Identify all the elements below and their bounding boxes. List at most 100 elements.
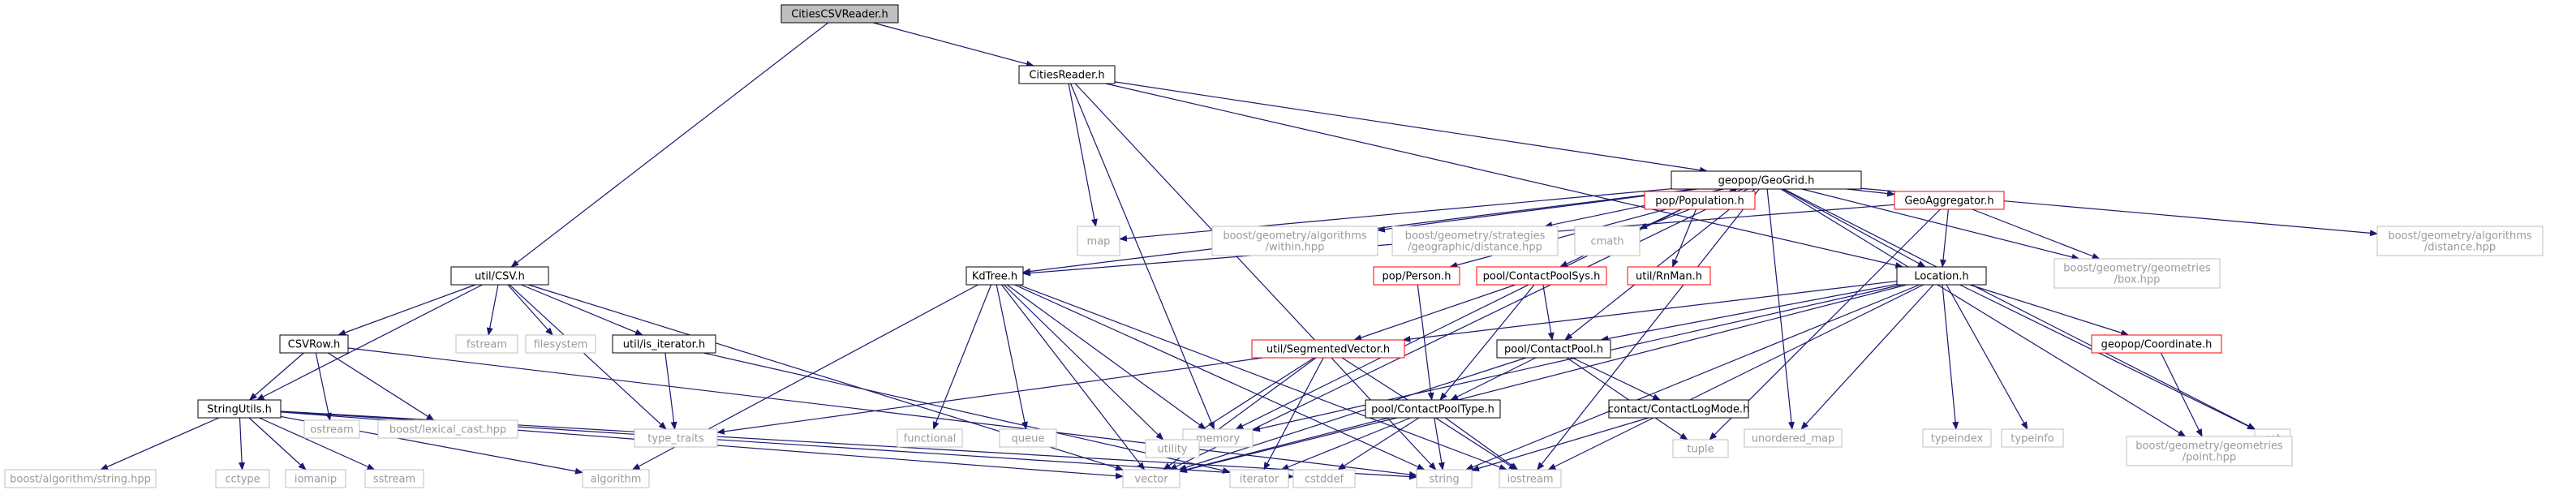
node-box[interactable]: boost/geometry/geometries/box.hpp [2053,258,2221,289]
node-box-algstring [4,469,157,488]
node-box-location [1896,266,1987,286]
node-utility[interactable]: utility [1145,439,1200,458]
node-geogrid[interactable]: geopop/GeoGrid.h [1671,170,1862,190]
node-box-utility [1145,439,1200,458]
edge-geogrid-to-point [1780,188,2187,437]
edge-geogrid-to-within [1377,188,1697,233]
node-iomanip[interactable]: iomanip [285,469,346,488]
node-label-iterator: iterator [1240,474,1279,486]
edge-contactpool-to-clogmode [1572,357,1662,401]
node-stringutils[interactable]: StringUtils.h [197,399,282,419]
node-box-algorithm [582,469,650,488]
node-vector[interactable]: vector [1122,469,1180,488]
node-segvec[interactable]: util/SegmentedVector.h [1251,339,1405,359]
node-label-point: boost/geometry/geometries [2135,441,2283,453]
node-iostream[interactable]: iostream [1499,469,1562,488]
node-label-typetraits: type_traits [647,433,704,445]
node-geodist[interactable]: boost/geometry/strategies/geographic/dis… [1391,226,1559,256]
edge-csv-to-filesystem [507,284,553,336]
node-iterator[interactable]: iterator [1229,469,1289,488]
node-cpooltype[interactable]: pool/ContactPoolType.h [1365,399,1501,419]
node-queue[interactable]: queue [999,428,1057,448]
edge-cpooltype-to-string [1434,417,1445,471]
node-box-geoagg [1894,191,2005,210]
node-label-stringutils: StringUtils.h [207,404,272,416]
node-box-lexcast [377,419,518,439]
node-box-filesystem [525,334,596,354]
node-label-vector: vector [1134,474,1168,486]
node-cpsys[interactable]: pool/ContactPoolSys.h [1476,266,1607,286]
node-typeindex[interactable]: typeindex [1922,428,1992,448]
edge-geogrid-to-set [1783,188,2256,430]
node-label-clogmode: contact/ContactLogMode.h [1608,404,1750,416]
edge-csvrow-to-string [347,347,1417,478]
node-algstring[interactable]: boost/algorithm/string.hpp [4,469,157,488]
node-label-cpooltype: pool/ContactPoolType.h [1371,404,1494,416]
node-ostream[interactable]: ostream [303,419,360,439]
node-box-kdtree [965,266,1024,286]
edge-csv-to-csvrow [338,284,476,336]
node-map[interactable]: map [1077,226,1120,256]
node-kdtree[interactable]: KdTree.h [965,266,1024,286]
edge-csv-to-stringutils [256,284,483,401]
edge-segvec-to-utility [1185,357,1315,441]
node-label-ostream: ostream [310,424,354,436]
node-box-rnman [1627,266,1711,286]
node-cstddef[interactable]: cstddef [1292,469,1356,488]
node-functional[interactable]: functional [897,428,963,448]
node-typetraits[interactable]: type_traits [634,428,718,448]
node-algorithm[interactable]: algorithm [582,469,650,488]
edge-geoagg-to-location [1940,208,1949,268]
node-person[interactable]: pop/Person.h [1373,266,1460,286]
node-tuple[interactable]: tuple [1672,439,1729,458]
edge-root-to-csv [510,22,829,268]
node-unordered[interactable]: unordered_map [1744,428,1843,448]
node-label-cctype: cctype [225,474,260,486]
edge-geoagg-to-box [1972,208,2101,260]
node-coordinate[interactable]: geopop/Coordinate.h [2091,334,2222,354]
node-label-filesystem: filesystem [534,339,588,351]
node-box-cmath [1574,226,1641,256]
node-population[interactable]: pop/Population.h [1644,191,1756,210]
edge-kdtree-to-vector [1001,284,1146,471]
edge-isiter-to-typetraits [664,352,677,430]
node-csv[interactable]: util/CSV.h [450,266,549,286]
node-filesystem[interactable]: filesystem [525,334,596,354]
node-clogmode[interactable]: contact/ContactLogMode.h [1608,399,1750,419]
edge-cpooltype-to-iterator [1280,417,1411,471]
node-box-box [2053,258,2221,289]
edge-cpsys-to-segvec [1353,284,1516,341]
edge-location-to-typeinfo [1946,284,2028,430]
edge-citiesreader-to-memory [1070,83,1215,430]
edge-kdtree-to-queue [996,284,1028,430]
node-point[interactable]: boost/geometry/geometries/point.hpp [2126,436,2293,466]
node-typeinfo[interactable]: typeinfo [2001,428,2064,448]
node-label-typeinfo: typeinfo [2010,433,2053,445]
node-memory[interactable]: memory [1182,428,1254,448]
node-lexcast[interactable]: boost/lexical_cast.hpp [377,419,518,439]
edge-clogmode-to-string [1471,417,1649,472]
edge-geogrid-to-map [1119,188,1672,242]
node-label-typeindex: typeindex [1931,433,1984,445]
node-string[interactable]: string [1416,469,1473,488]
edge-coordinate-to-point [2160,352,2203,437]
node-label-algstring: boost/algorithm/string.hpp [10,474,151,486]
node-fstream[interactable]: fstream [455,334,518,354]
node-within[interactable]: boost/geometry/algorithms/within.hpp [1211,226,1378,256]
node-citiesreader[interactable]: CitiesReader.h [1018,65,1116,84]
node-cmath[interactable]: cmath [1574,226,1641,256]
edge-location-to-unordered [1800,284,1934,430]
node-sstream[interactable]: sstream [364,469,424,488]
node-isiter[interactable]: util/is_iterator.h [612,334,716,354]
node-label-population: pop/Population.h [1655,196,1744,208]
node-geoagg[interactable]: GeoAggregator.h [1894,191,2005,210]
node-root[interactable]: CitiesCSVReader.h [781,4,899,24]
node-contactpool[interactable]: pool/ContactPool.h [1496,339,1611,359]
node-location[interactable]: Location.h [1896,266,1987,286]
node-algdist[interactable]: boost/geometry/algorithms/distance.hpp [2376,226,2544,256]
node-cctype[interactable]: cctype [215,469,270,488]
edge-root-to-citiesreader [872,22,1034,67]
node-rnman[interactable]: util/RnMan.h [1627,266,1711,286]
node-csvrow[interactable]: CSVRow.h [279,334,349,354]
